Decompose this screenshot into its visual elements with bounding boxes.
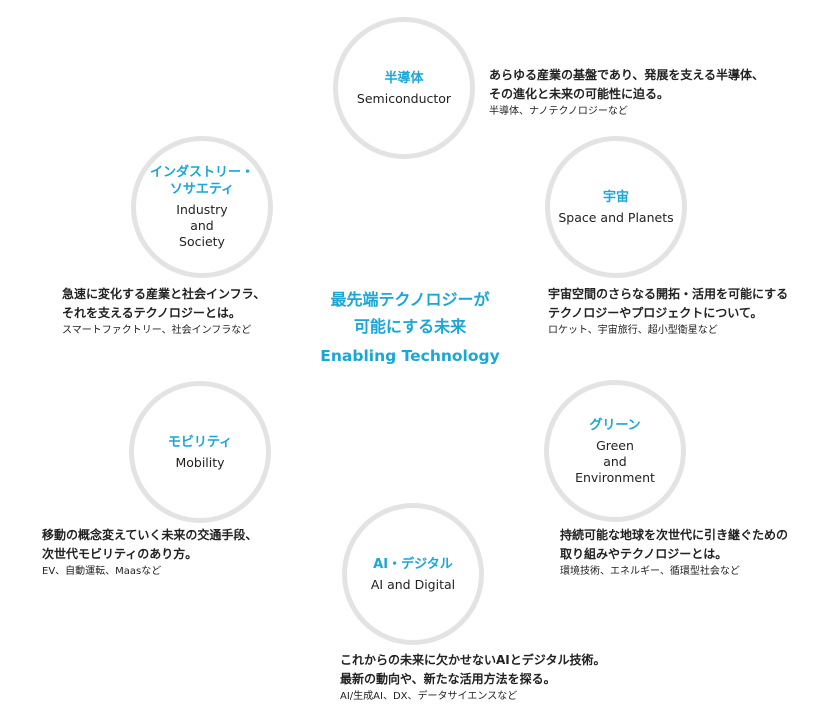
topic-title-en: Semiconductor [356,90,452,106]
center-title-line2: 可能にする未来 [353,317,467,336]
topic-desc-space: 宇宙空間のさらなる開拓・活用を可能にする テクノロジーやプロジェクトについて。 … [548,285,788,339]
topic-desc-line2: 最新の動向や、新たな活用方法を探る。 [340,672,556,686]
topic-examples: ロケット、宇宙旅行、超小型衛星など [548,325,718,336]
topic-desc-green: 持続可能な地球を次世代に引き継ぐための 取り組みやテクノロジーとは。 環境技術、… [560,526,788,580]
topic-examples: 環境技術、エネルギー、循環型社会など [560,566,740,577]
topic-desc-line1: 持続可能な地球を次世代に引き継ぐための [560,528,789,542]
topic-title-en: Industry and Society [176,202,228,249]
topic-desc-line1: 移動の概念変えていく未来の交通手段、 [42,528,258,542]
topic-title-en: Space and Planets [558,209,674,225]
topic-title-jp: 半導体 [384,70,424,86]
topic-circle-mobility[interactable]: モビリティ Mobility [129,381,271,523]
topic-circle-semiconductor[interactable]: 半導体 Semiconductor [333,17,475,159]
topic-examples: スマートファクトリー、社会インフラなど [62,325,252,336]
topic-title-en: Mobility [175,454,225,470]
center-title-line1: 最先端テクノロジーが [330,290,490,309]
topic-circle-space[interactable]: 宇宙 Space and Planets [545,136,687,278]
topic-desc-line2: それを支えるテクノロジーとは。 [62,306,241,320]
topic-circle-ai[interactable]: AI・デジタル AI and Digital [342,503,484,645]
topic-desc-semiconductor: あらゆる産業の基盤であり、発展を支える半導体、 その進化と未来の可能性に迫る。 … [489,66,764,120]
center-title-english: Enabling Technology [320,347,500,365]
topic-examples: AI/生成AI、DX、データサイエンスなど [340,691,518,702]
topic-desc-line2: 取り組みやテクノロジーとは。 [560,547,728,561]
topic-title-jp: 宇宙 [602,189,629,205]
topic-desc-line2: テクノロジーやプロジェクトについて。 [548,306,763,320]
topic-desc-mobility: 移動の概念変えていく未来の交通手段、 次世代モビリティのあり方。 EV、自動運転… [42,526,257,580]
center-title: 最先端テクノロジーが 可能にする未来 Enabling Technology [285,286,535,369]
topic-desc-line1: これからの未来に欠かせないAIとデジタル技術。 [340,653,606,667]
topic-circle-industry[interactable]: インダストリー・ ソサエティ Industry and Society [131,136,273,278]
topic-desc-industry: 急速に変化する産業と社会インフラ、 それを支えるテクノロジーとは。 スマートファ… [62,285,265,339]
topic-examples: EV、自動運転、Maasなど [42,566,162,577]
topic-title-jp: インダストリー・ ソサエティ [149,165,254,197]
topic-circle-green[interactable]: グリーン Green and Environment [544,380,686,522]
topic-examples: 半導体、ナノテクノロジーなど [489,106,628,117]
topic-title-jp: モビリティ [167,434,233,450]
topic-title-en: AI and Digital [370,576,456,592]
topic-desc-line2: 次世代モビリティのあり方。 [42,547,198,561]
topic-title-jp: AI・デジタル [373,556,453,572]
topic-desc-ai: これからの未来に欠かせないAIとデジタル技術。 最新の動向や、新たな活用方法を探… [340,651,606,705]
topic-title-jp: グリーン [589,417,641,433]
topic-desc-line1: 急速に変化する産業と社会インフラ、 [62,287,266,301]
topic-desc-line1: 宇宙空間のさらなる開拓・活用を可能にする [548,287,789,301]
topic-desc-line1: あらゆる産業の基盤であり、発展を支える半導体、 [489,68,765,82]
topic-desc-line2: その進化と未来の可能性に迫る。 [489,87,670,101]
topic-title-en: Green and Environment [575,437,655,485]
